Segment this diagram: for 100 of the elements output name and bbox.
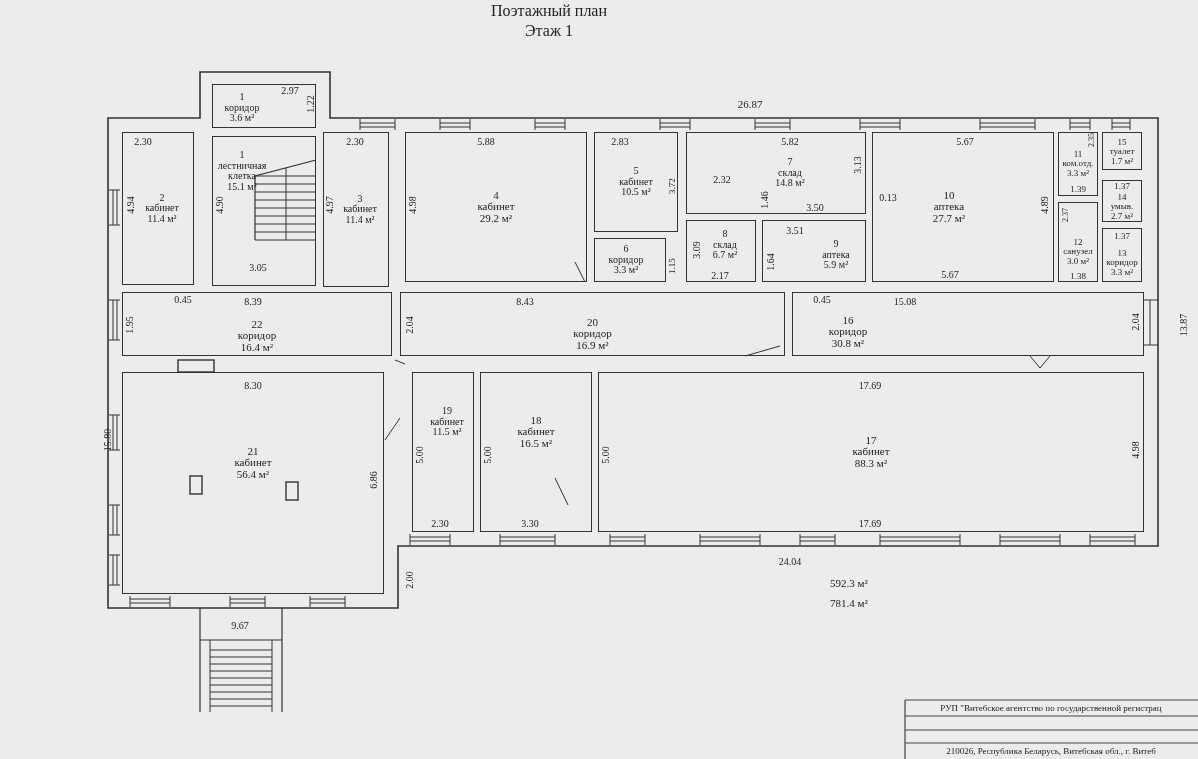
room-number: 22 [251,318,263,331]
dimension-label: 1.37 [1114,231,1130,241]
dimension-label: 5.00 [415,446,425,464]
room-name: аптека [933,201,965,213]
total-area: 781.4 м² [830,597,868,609]
room-number: 7 [787,157,793,168]
room [1058,202,1098,282]
dimension-label: 6.86 [369,471,379,489]
room [400,292,785,356]
room-area: 5.9 м² [823,260,849,271]
dimension-label: 9.67 [231,621,249,631]
room-area: 2.7 м² [1111,211,1133,222]
room-area: 15.1 м² [227,181,257,192]
room [598,372,1144,532]
dimension-label: 17.69 [858,381,882,391]
dimension-label: 2.32 [713,175,731,185]
room-name: аптека [822,249,850,261]
dimension-label: 2.35 [1088,133,1096,147]
room [1058,132,1098,196]
dimension-label: 4.89 [1040,196,1050,214]
stamp-text: РУП "Витебское агентство по государственной регистрац [940,703,1162,713]
room-name: туалет [1109,147,1135,157]
room [792,292,1144,356]
dimension-label: 3.05 [249,263,267,273]
room-area: 6.7 м² [712,250,738,261]
room-name: склад [778,167,802,179]
dimension-label: 4.90 [215,196,225,214]
dimension-label: 4.98 [408,196,418,214]
room [1102,132,1142,170]
room-area: 3.3 м² [1111,267,1133,278]
room [686,132,866,214]
room-number: 11 [1073,149,1083,160]
room-name: кабинет [619,176,653,188]
room-number: 17 [865,434,877,447]
dimension-label: 0.13 [879,193,897,203]
dimension-label: 24.04 [778,557,802,567]
room [122,292,392,356]
dimension-label: 5.88 [477,137,495,147]
stamp-text: 210026, Республика Беларусь, Витебская обл., г. Витеб [946,746,1156,756]
room-name: коридор [224,102,260,114]
room-name: кабинет [145,203,179,214]
room-name: санузел [1063,247,1093,257]
dimension-label: 8.43 [516,297,534,307]
dimension-label: 5.67 [956,137,974,147]
dimension-label: 0.45 [813,295,831,305]
total-area: 592.3 м² [830,577,868,589]
dimension-label: 2.00 [405,571,415,589]
room [122,132,194,285]
room-area: 11.5 м² [432,427,462,438]
plan-title: Поэтажный план [491,2,607,20]
room-number: 6 [623,244,629,255]
dimension-label: 1.46 [760,191,770,209]
room-number: 2 [159,192,165,203]
room-name: кабинет [517,426,555,438]
dimension-label: 2.30 [346,137,364,147]
room-area: 3.3 м² [1067,168,1089,179]
dimension-label: 1.39 [1070,184,1086,194]
dimension-label: 4.94 [126,196,136,214]
floor-label: Этаж 1 [525,23,573,39]
room-number: 3 [357,193,363,204]
room-name: коридор [573,328,612,340]
dimension-label: 1.22 [306,95,316,113]
room-area: 56.4 м² [236,468,270,481]
room-area: 16.5 м² [519,437,553,450]
room-number: 9 [833,239,839,250]
room-number: 1 [239,92,245,103]
room-number: 21 [247,445,259,458]
room-area: 14.8 м² [775,178,805,189]
room-name: умыв. [1110,202,1134,212]
room-name: ком.отд. [1062,159,1094,169]
room-number: 19 [442,406,452,417]
room-name: склад [713,239,737,251]
room-name: коридор [237,330,277,342]
room-area: 16.9 м² [576,339,609,352]
dimension-label: 8.30 [244,381,262,391]
room-area: 11.4 м² [345,214,375,226]
dimension-label: 2.04 [405,316,415,334]
dimension-label: 1.15 [667,258,677,274]
room-name: коридор [1106,258,1138,268]
dimension-label: 3.30 [521,519,539,529]
room-area: 30.8 м² [831,337,865,350]
dimension-label: 26.87 [737,98,763,110]
room-number: 14 [1117,192,1127,203]
room-area: 1.7 м² [1111,156,1133,167]
dimension-label: 15.80 [103,428,113,452]
room-number: 4 [493,189,499,202]
dimension-label: 2.30 [431,519,449,529]
room-name: кабинет [343,204,377,215]
room [594,132,678,232]
room-area: 3.3 м² [613,265,639,276]
dimension-label: 17.69 [858,519,882,529]
dimension-label: 3.13 [853,156,863,174]
room-number: 20 [587,316,598,329]
dimension-label: 2.04 [1131,313,1141,331]
room-number: 1 [239,150,245,161]
dimension-label: 4.97 [325,196,335,214]
room [122,372,384,594]
dimension-label: 3.51 [786,226,804,236]
room [212,84,316,128]
room-area: 29.2 м² [479,212,513,225]
